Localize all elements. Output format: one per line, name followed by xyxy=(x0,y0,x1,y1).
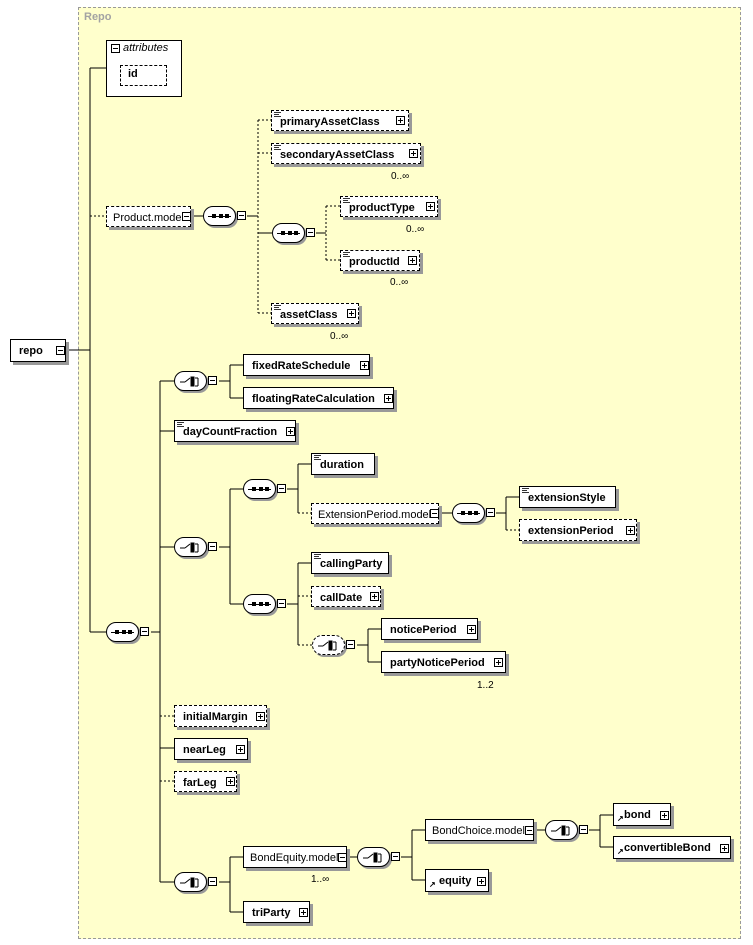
collapse-toggle[interactable] xyxy=(338,853,347,862)
collapse-toggle[interactable] xyxy=(525,826,534,835)
expand-toggle[interactable] xyxy=(720,844,729,853)
cardinality-label: 0..∞ xyxy=(330,331,349,342)
expand-toggle[interactable] xyxy=(384,394,393,403)
expand-toggle[interactable] xyxy=(408,256,417,265)
attributes-header: attributes xyxy=(123,42,169,54)
collapse-toggle[interactable] xyxy=(277,484,286,493)
attributes-group: attributes id xyxy=(106,40,182,97)
element-dayCountFraction[interactable]: dayCountFraction xyxy=(174,420,296,442)
collapse-toggle[interactable] xyxy=(111,44,120,53)
element-floatingRateCalculation[interactable]: floatingRateCalculation xyxy=(243,387,394,409)
choice-compositor[interactable] xyxy=(174,371,207,391)
collapse-toggle[interactable] xyxy=(182,212,191,221)
element-duration[interactable]: duration xyxy=(311,453,375,475)
cardinality-label: 1..2 xyxy=(477,680,494,691)
attribute-id[interactable]: id xyxy=(120,65,167,86)
collapse-toggle[interactable] xyxy=(277,599,286,608)
cardinality-label: 0..∞ xyxy=(391,171,410,182)
element-fixedRateSchedule[interactable]: fixedRateSchedule xyxy=(243,354,370,376)
cardinality-label: 1..∞ xyxy=(311,874,330,885)
element-initialMargin[interactable]: initialMargin xyxy=(174,705,267,727)
collapse-toggle[interactable] xyxy=(208,877,217,886)
choice-compositor[interactable] xyxy=(312,635,345,655)
element-callDate[interactable]: callDate xyxy=(311,586,381,607)
expand-toggle[interactable] xyxy=(626,526,635,535)
element-convertibleBond[interactable]: ↗convertibleBond xyxy=(613,836,731,859)
expand-toggle[interactable] xyxy=(477,877,486,886)
element-extensionPeriod[interactable]: extensionPeriod xyxy=(519,519,637,541)
expand-toggle[interactable] xyxy=(286,427,295,436)
collapse-toggle[interactable] xyxy=(208,376,217,385)
collapse-toggle[interactable] xyxy=(579,825,588,834)
group-bondchoice-model[interactable]: BondChoice.model xyxy=(425,819,534,841)
expand-toggle[interactable] xyxy=(660,811,669,820)
choice-compositor[interactable] xyxy=(174,537,207,557)
collapse-toggle[interactable] xyxy=(56,346,65,355)
element-productType[interactable]: productType xyxy=(340,196,438,217)
element-secondaryAssetClass[interactable]: secondaryAssetClass xyxy=(271,143,421,164)
element-repo[interactable]: repo xyxy=(10,339,66,362)
collapse-toggle[interactable] xyxy=(237,211,246,220)
collapse-toggle[interactable] xyxy=(306,228,315,237)
element-bond[interactable]: ↗bond xyxy=(613,803,671,826)
element-callingParty[interactable]: callingParty xyxy=(311,552,389,574)
expand-toggle[interactable] xyxy=(236,745,245,754)
choice-compositor[interactable] xyxy=(357,847,390,867)
element-noticePeriod[interactable]: noticePeriod xyxy=(381,618,478,640)
element-triParty[interactable]: triParty xyxy=(243,901,310,923)
reference-arrow-icon: ↗ xyxy=(429,880,436,889)
sequence-compositor[interactable] xyxy=(106,622,139,642)
expand-toggle[interactable] xyxy=(347,309,356,318)
collapse-toggle[interactable] xyxy=(391,852,400,861)
expand-toggle[interactable] xyxy=(467,625,476,634)
sequence-compositor[interactable] xyxy=(243,479,276,499)
cardinality-label: 0..∞ xyxy=(406,224,425,235)
element-assetClass[interactable]: assetClass xyxy=(271,303,359,324)
element-primaryAssetClass[interactable]: primaryAssetClass xyxy=(271,110,409,131)
choice-compositor[interactable] xyxy=(174,872,207,892)
cardinality-label: 0..∞ xyxy=(390,277,409,288)
sequence-compositor[interactable] xyxy=(452,503,485,523)
sequence-compositor[interactable] xyxy=(243,594,276,614)
sequence-compositor[interactable] xyxy=(203,206,236,226)
group-extensionperiod-model[interactable]: ExtensionPeriod.model xyxy=(311,503,439,524)
expand-toggle[interactable] xyxy=(409,149,418,158)
element-equity[interactable]: ↗equity xyxy=(425,869,489,892)
element-productId[interactable]: productId xyxy=(340,250,420,271)
element-nearLeg[interactable]: nearLeg xyxy=(174,738,248,760)
collapse-toggle[interactable] xyxy=(140,627,149,636)
choice-compositor[interactable] xyxy=(545,820,578,840)
reference-arrow-icon: ↗ xyxy=(617,847,624,856)
expand-toggle[interactable] xyxy=(360,361,369,370)
element-farLeg[interactable]: farLeg xyxy=(174,771,237,792)
collapse-toggle[interactable] xyxy=(208,542,217,551)
collapse-toggle[interactable] xyxy=(486,508,495,517)
element-partyNoticePeriod[interactable]: partyNoticePeriod xyxy=(381,651,506,673)
collapse-toggle[interactable] xyxy=(346,640,355,649)
group-bondequity-model[interactable]: BondEquity.model xyxy=(243,846,347,868)
reference-arrow-icon: ↗ xyxy=(617,814,624,823)
expand-toggle[interactable] xyxy=(370,592,379,601)
expand-toggle[interactable] xyxy=(494,658,503,667)
expand-toggle[interactable] xyxy=(299,908,308,917)
expand-toggle[interactable] xyxy=(426,202,435,211)
sequence-compositor[interactable] xyxy=(272,223,305,243)
collapse-toggle[interactable] xyxy=(430,509,439,518)
element-extensionStyle[interactable]: extensionStyle xyxy=(519,486,616,508)
group-product-model[interactable]: Product.model xyxy=(106,206,191,227)
panel-title: Repo xyxy=(84,11,112,23)
expand-toggle[interactable] xyxy=(256,712,265,721)
expand-toggle[interactable] xyxy=(396,116,405,125)
expand-toggle[interactable] xyxy=(226,777,235,786)
